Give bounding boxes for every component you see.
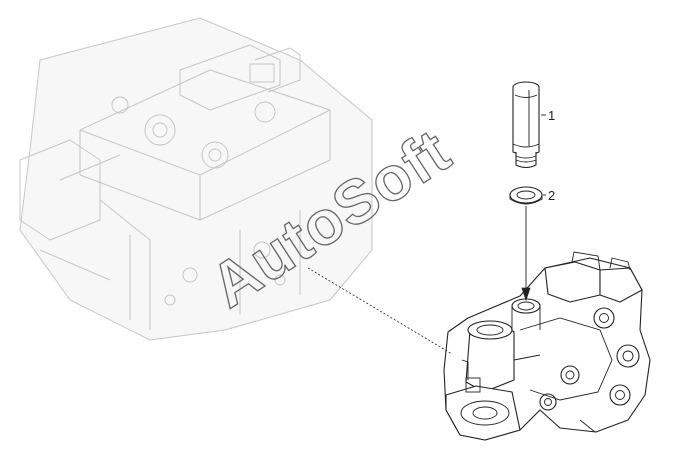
sleeve-part-1: [512, 81, 540, 169]
location-dashed-line: [307, 267, 453, 355]
callout-label-2: 2: [548, 188, 555, 203]
valve-housing: [443, 251, 651, 441]
callout-label-1: 1: [548, 108, 555, 123]
seal-ring-part-2: [509, 186, 543, 205]
assembly-arrow: [521, 206, 531, 302]
cylinder-head-ghost: [19, 17, 373, 341]
